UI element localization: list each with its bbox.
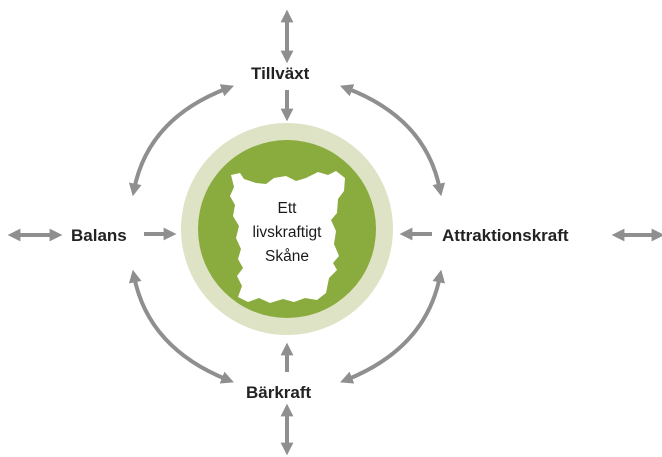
center-line-1: Ett (277, 200, 297, 217)
center-title: Ett livskraftigt Skåne (231, 197, 343, 269)
node-label-right: Attraktionskraft (442, 226, 569, 245)
skane-map-shape (230, 171, 345, 303)
node-label-bottom: Bärkraft (246, 383, 312, 402)
center-line-3: Skåne (265, 248, 309, 265)
center-line-2: livskraftigt (252, 224, 322, 241)
node-label-left: Balans (71, 226, 127, 245)
arc-top-left (128, 84, 234, 197)
arc-bottom-right (340, 269, 446, 384)
arc-bottom-left (128, 269, 234, 384)
arc-top-right (340, 84, 446, 197)
node-label-top: Tillväxt (251, 64, 310, 83)
arrows (7, 9, 662, 456)
